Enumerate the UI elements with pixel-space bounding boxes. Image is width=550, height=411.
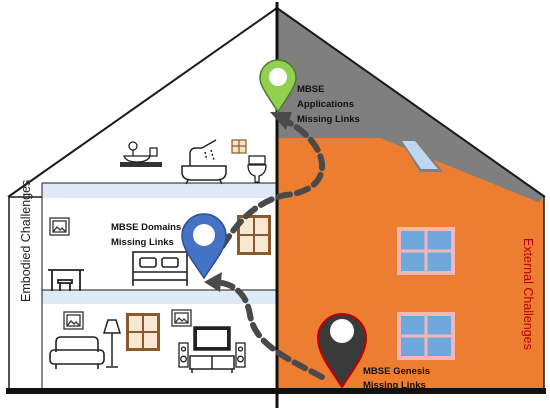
table-icon (48, 269, 84, 291)
bed-icon (132, 251, 188, 286)
tv-icon (189, 326, 235, 373)
bathtub-icon (181, 139, 227, 185)
map-pin-icon-applications (259, 59, 297, 114)
domains-label: MBSE Domains Missing Links (111, 222, 184, 248)
picture-frame-icon (63, 311, 84, 330)
window-icon (237, 215, 271, 255)
embodied-challenges-label: Embodied Challenges (19, 180, 33, 302)
genesis-label: MBSE Genesis Missing Links (363, 366, 433, 391)
picture-frame-icon (231, 139, 247, 154)
sofa-icon (49, 336, 105, 369)
picture-frame-icon (49, 217, 70, 236)
map-pin-icon-domains (181, 213, 227, 280)
picture-frame-icon (171, 309, 192, 327)
map-pin-icon-genesis (316, 313, 368, 389)
floor-band-middle (42, 290, 277, 304)
floor-band-top (42, 183, 277, 198)
roof-gray-edge (277, 8, 545, 202)
external-challenges-label: External Challenges (521, 238, 535, 350)
window-icon (397, 312, 455, 360)
window-icon (126, 313, 160, 351)
arrowhead-domains (204, 272, 222, 292)
window-icon (397, 227, 455, 275)
genesis-to-domains-path (209, 279, 325, 380)
sink-icon (120, 141, 162, 167)
arrowhead-applications (270, 112, 292, 130)
toilet-icon (247, 155, 267, 183)
skylight-icon (399, 138, 443, 172)
applications-label: MBSE Applications Missing Links (297, 84, 360, 125)
floor-lamp-icon (102, 319, 122, 368)
domains-to-applications-path (209, 115, 326, 265)
speaker-icon (178, 342, 246, 368)
